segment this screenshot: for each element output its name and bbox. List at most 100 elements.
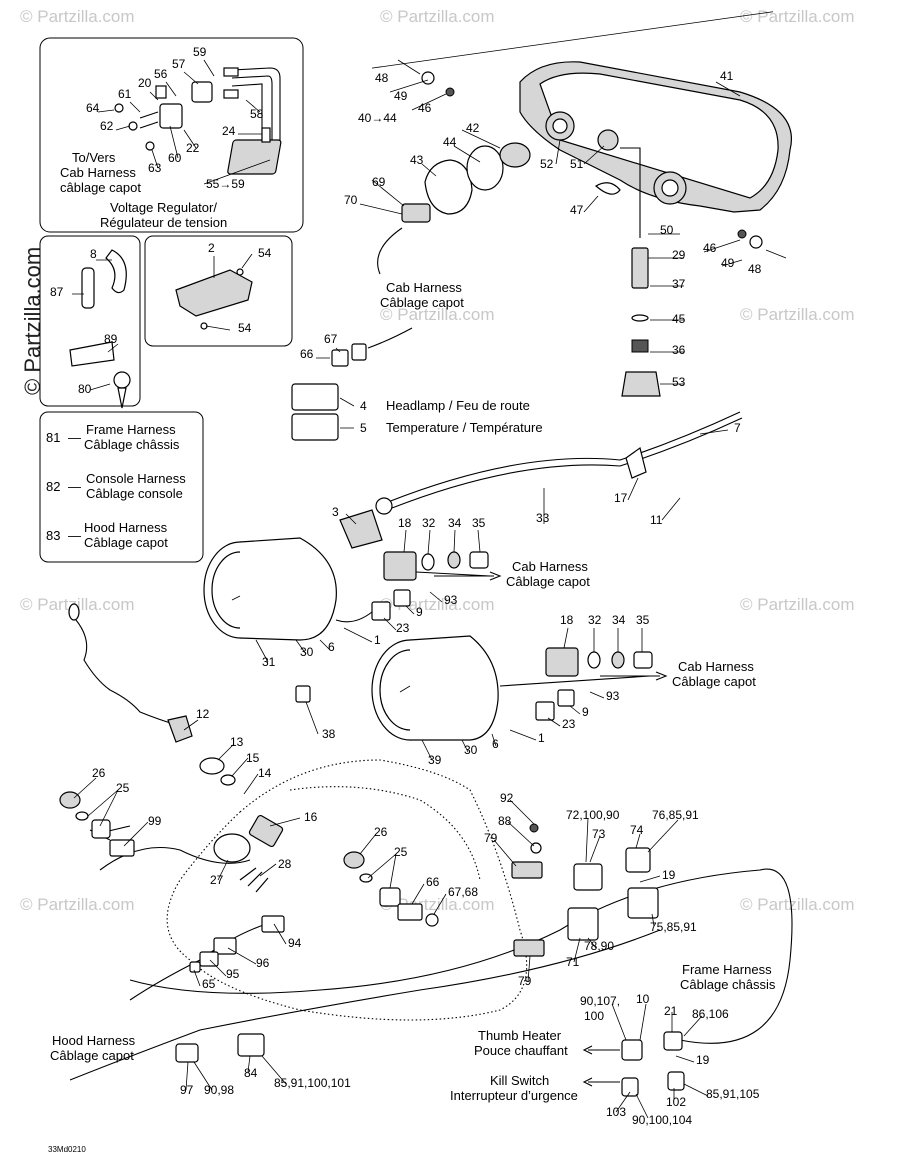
callout-41: 41	[720, 69, 734, 83]
legend-panel	[39, 411, 204, 563]
caption-headlamp: Headlamp / Feu de route	[386, 398, 530, 413]
callout-40-44: 40→44	[358, 111, 397, 125]
callout-13: 13	[230, 735, 244, 749]
callout-27: 27	[210, 873, 224, 887]
callout-78-90: 78,90	[584, 939, 614, 953]
svg-text:—: —	[68, 528, 81, 543]
legend: 81 — Frame Harness Câblage châssis 82 — …	[46, 422, 186, 550]
callout-94: 94	[288, 936, 302, 950]
callout-59: 59	[193, 45, 207, 59]
callout-44: 44	[443, 135, 457, 149]
callout-85-91-105: 85,91,105	[706, 1087, 760, 1101]
callout-90-100-104: 90,100,104	[632, 1113, 692, 1127]
callout-74: 74	[630, 823, 644, 837]
callout-19: 19	[662, 868, 676, 882]
callout-9-b: 9	[582, 705, 589, 719]
callout-12: 12	[196, 707, 210, 721]
legend-num-82: 82	[46, 479, 60, 494]
callout-54-b: 54	[238, 321, 252, 335]
callout-30: 30	[300, 645, 314, 659]
harness-routing	[59, 759, 793, 1097]
callout-33: 33	[536, 511, 550, 525]
watermark-text: © Partzilla.com	[380, 305, 495, 324]
callout-23-b: 23	[562, 717, 576, 731]
callout-5: 5	[360, 421, 367, 435]
callout-35-b: 35	[636, 613, 650, 627]
headlamp-assembly	[371, 11, 792, 397]
harness-captions: Cab Harness Câblage capot Cab Harness Câ…	[434, 559, 756, 689]
caption-to-harness: Cab Harness	[60, 165, 136, 180]
caption-cab-harness-1-fr: Câblage capot	[380, 295, 464, 310]
watermark-text: © Partzilla.com	[740, 305, 855, 324]
callout-69: 69	[372, 175, 386, 189]
callout-14: 14	[258, 766, 272, 780]
caption-cab-harness-2: Cab Harness	[512, 559, 588, 574]
callout-7: 7	[734, 421, 741, 435]
callout-79-b: 79	[518, 974, 532, 988]
callout-26-b: 26	[374, 825, 388, 839]
lower-captions: Frame Harness Câblage châssis Thumb Heat…	[48, 962, 776, 1154]
callout-22: 22	[186, 141, 200, 155]
callout-36: 36	[672, 343, 686, 357]
watermark-text: © Partzilla.com	[20, 895, 135, 914]
speedometer-cable	[375, 411, 743, 515]
callout-92: 92	[500, 791, 514, 805]
callout-84: 84	[244, 1066, 258, 1080]
legend-en-82: Console Harness	[86, 471, 186, 486]
callout-67: 67	[324, 332, 338, 346]
callout-11: 11	[650, 513, 663, 527]
callout-96: 96	[256, 956, 270, 970]
callout-25: 25	[116, 781, 130, 795]
callout-16: 16	[304, 810, 318, 824]
side-watermark: © Partzilla.com	[20, 247, 45, 395]
gauge-upper	[203, 509, 491, 641]
callout-90-107: 90,107,	[580, 994, 620, 1008]
callout-62: 62	[100, 119, 114, 133]
caption-hood-harness-fr: Câblage capot	[50, 1048, 134, 1063]
callout-46-b: 46	[703, 241, 717, 255]
callout-37: 37	[672, 277, 686, 291]
callout-93: 93	[444, 593, 458, 607]
caption-cab-harness-3-fr: Câblage capot	[672, 674, 756, 689]
caption-kill-switch: Kill Switch	[490, 1073, 549, 1088]
svg-text:—: —	[68, 479, 81, 494]
callout-labels: 59 57 56 20 61 64 58 62 24 22 60 63 55→5…	[50, 45, 762, 1127]
callout-95: 95	[226, 967, 240, 981]
callout-6: 6	[328, 640, 335, 654]
callout-53: 53	[672, 375, 686, 389]
callout-72-100-90: 72,100,90	[566, 808, 620, 822]
callout-26: 26	[92, 766, 106, 780]
caption-frame-harness-fr: Câblage châssis	[680, 977, 776, 992]
caption-kill-switch-fr: Interrupteur d’urgence	[450, 1088, 578, 1103]
caption-voltage-regulator-fr: Régulateur de tension	[100, 215, 227, 230]
watermark-layer: © Partzilla.com © Partzilla.com © Partzi…	[20, 7, 855, 914]
tie-inset-parts	[69, 249, 131, 409]
tether-cord	[68, 603, 311, 786]
callout-63: 63	[148, 161, 162, 175]
callout-18-b: 18	[560, 613, 574, 627]
caption-cab-harness-2-fr: Câblage capot	[506, 574, 590, 589]
legend-fr-81: Câblage châssis	[84, 437, 180, 452]
callout-28: 28	[278, 857, 292, 871]
callout-87: 87	[50, 285, 64, 299]
voltage-regulator-panel	[39, 37, 304, 233]
callout-100: 100	[584, 1009, 604, 1023]
callout-45: 45	[672, 312, 686, 326]
gauge-lower	[371, 635, 653, 741]
callout-1-b: 1	[538, 731, 545, 745]
callout-56: 56	[154, 67, 168, 81]
callout-97: 97	[180, 1083, 194, 1097]
callout-35: 35	[472, 516, 486, 530]
watermark-text: © Partzilla.com	[740, 7, 855, 26]
callout-64: 64	[86, 101, 100, 115]
legend-num-81: 81	[46, 430, 60, 445]
callout-57: 57	[172, 57, 186, 71]
callout-65: 65	[202, 977, 216, 991]
callout-61: 61	[118, 87, 132, 101]
caption-to-harness-fr: câblage capot	[60, 180, 141, 195]
legend-en-83: Hood Harness	[84, 520, 168, 535]
callout-88: 88	[498, 814, 512, 828]
callout-49-b: 49	[721, 256, 735, 270]
callout-48: 48	[375, 71, 389, 85]
callout-38: 38	[322, 727, 336, 741]
